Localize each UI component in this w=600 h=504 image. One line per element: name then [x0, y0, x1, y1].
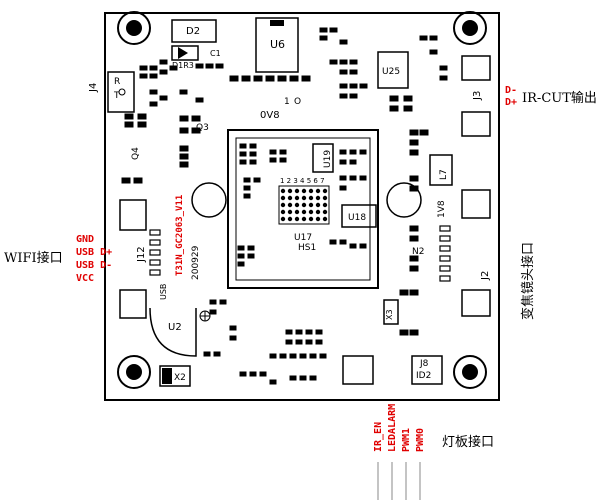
led-pin-pwm0: PWM0 [415, 428, 426, 452]
label-q3: Q3 [196, 123, 209, 133]
lens-hole-left [191, 182, 227, 218]
mount-hole-br [453, 355, 487, 389]
board-outline [104, 12, 500, 401]
chip-u19 [312, 143, 334, 173]
label-date: 200929 [191, 245, 201, 280]
label-x2: X2 [174, 373, 186, 383]
wifi-pin-usbdm: USB D- [76, 260, 112, 271]
label-t: T [113, 91, 120, 101]
wifi-pin-usbdp: USB D+ [76, 247, 112, 258]
bga-grid [280, 188, 328, 222]
label-u6: U6 [270, 38, 285, 51]
label-id2: ID2 [416, 371, 431, 381]
led-pin-ir-en: IR_EN [373, 422, 384, 452]
label-usb: USB [159, 284, 168, 300]
label-j4: J4 [88, 83, 99, 93]
diode-d2 [171, 19, 217, 43]
label-u2: U2 [168, 322, 182, 333]
label-pins: 1 2 3 4 5 6 7 [280, 177, 325, 185]
label-n2: N2 [412, 247, 424, 257]
crystal-x3 [383, 299, 399, 325]
callout-wifi: WIFI接口 [4, 250, 63, 266]
label-u17: U17 [294, 233, 312, 243]
label-hs1: HS1 [298, 243, 316, 253]
crystal-x2 [159, 365, 191, 387]
chip-u25 [377, 51, 409, 89]
label-d2: D2 [186, 26, 200, 37]
chip-u18 [341, 204, 377, 228]
mount-hole-tl [117, 11, 151, 45]
label-u18: U18 [348, 213, 366, 223]
wifi-pin-vcc: VCC [76, 273, 94, 284]
sensor-frame [227, 129, 379, 289]
mount-hole-bl [117, 355, 151, 389]
label-1: 1 [284, 97, 290, 107]
chip-u6 [255, 17, 299, 73]
label-q4: Q4 [131, 147, 141, 160]
ircut-pin-dm: D- [505, 85, 517, 96]
lens-hole-right [386, 182, 422, 218]
label-o: O [294, 97, 301, 107]
label-r: R [114, 77, 120, 87]
label-u25: U25 [382, 67, 400, 77]
mount-hole-tr [453, 11, 487, 45]
callout-led: 灯板接口 [442, 434, 494, 450]
label-1v8: 1V8 [437, 200, 447, 218]
label-j12: J12 [136, 246, 147, 263]
connector-j2 [461, 189, 491, 219]
callout-zoom: 变焦镜头接口 [520, 242, 536, 320]
label-c1: C1 [210, 49, 221, 58]
label-j8: J8 [419, 359, 429, 369]
smd-components [121, 27, 448, 385]
label-j3: J3 [472, 91, 483, 101]
label-model: T31N_GC2063_V11 [175, 195, 185, 276]
label-0v8: 0V8 [260, 110, 280, 121]
connector-j3 [461, 55, 491, 81]
wifi-pin-gnd: GND [76, 234, 94, 245]
inductor-l7 [429, 154, 453, 186]
label-x3: X3 [385, 309, 394, 320]
label-u19: U19 [323, 150, 333, 168]
led-pin-ledalarm: LEDALARM [387, 404, 398, 452]
ircut-pin-dp: D+ [505, 97, 517, 108]
connector-j4 [107, 71, 135, 113]
label-l7: L7 [439, 169, 449, 180]
connector-j8 [342, 355, 374, 385]
callout-ircut: IR-CUT输出 [522, 90, 597, 106]
led-pin-pwm1: PWM1 [401, 428, 412, 452]
label-d1r3: D1R3 [172, 61, 194, 70]
label-j2: J2 [480, 271, 491, 281]
connector-j12 [119, 199, 147, 231]
chip-u2 [149, 307, 197, 357]
